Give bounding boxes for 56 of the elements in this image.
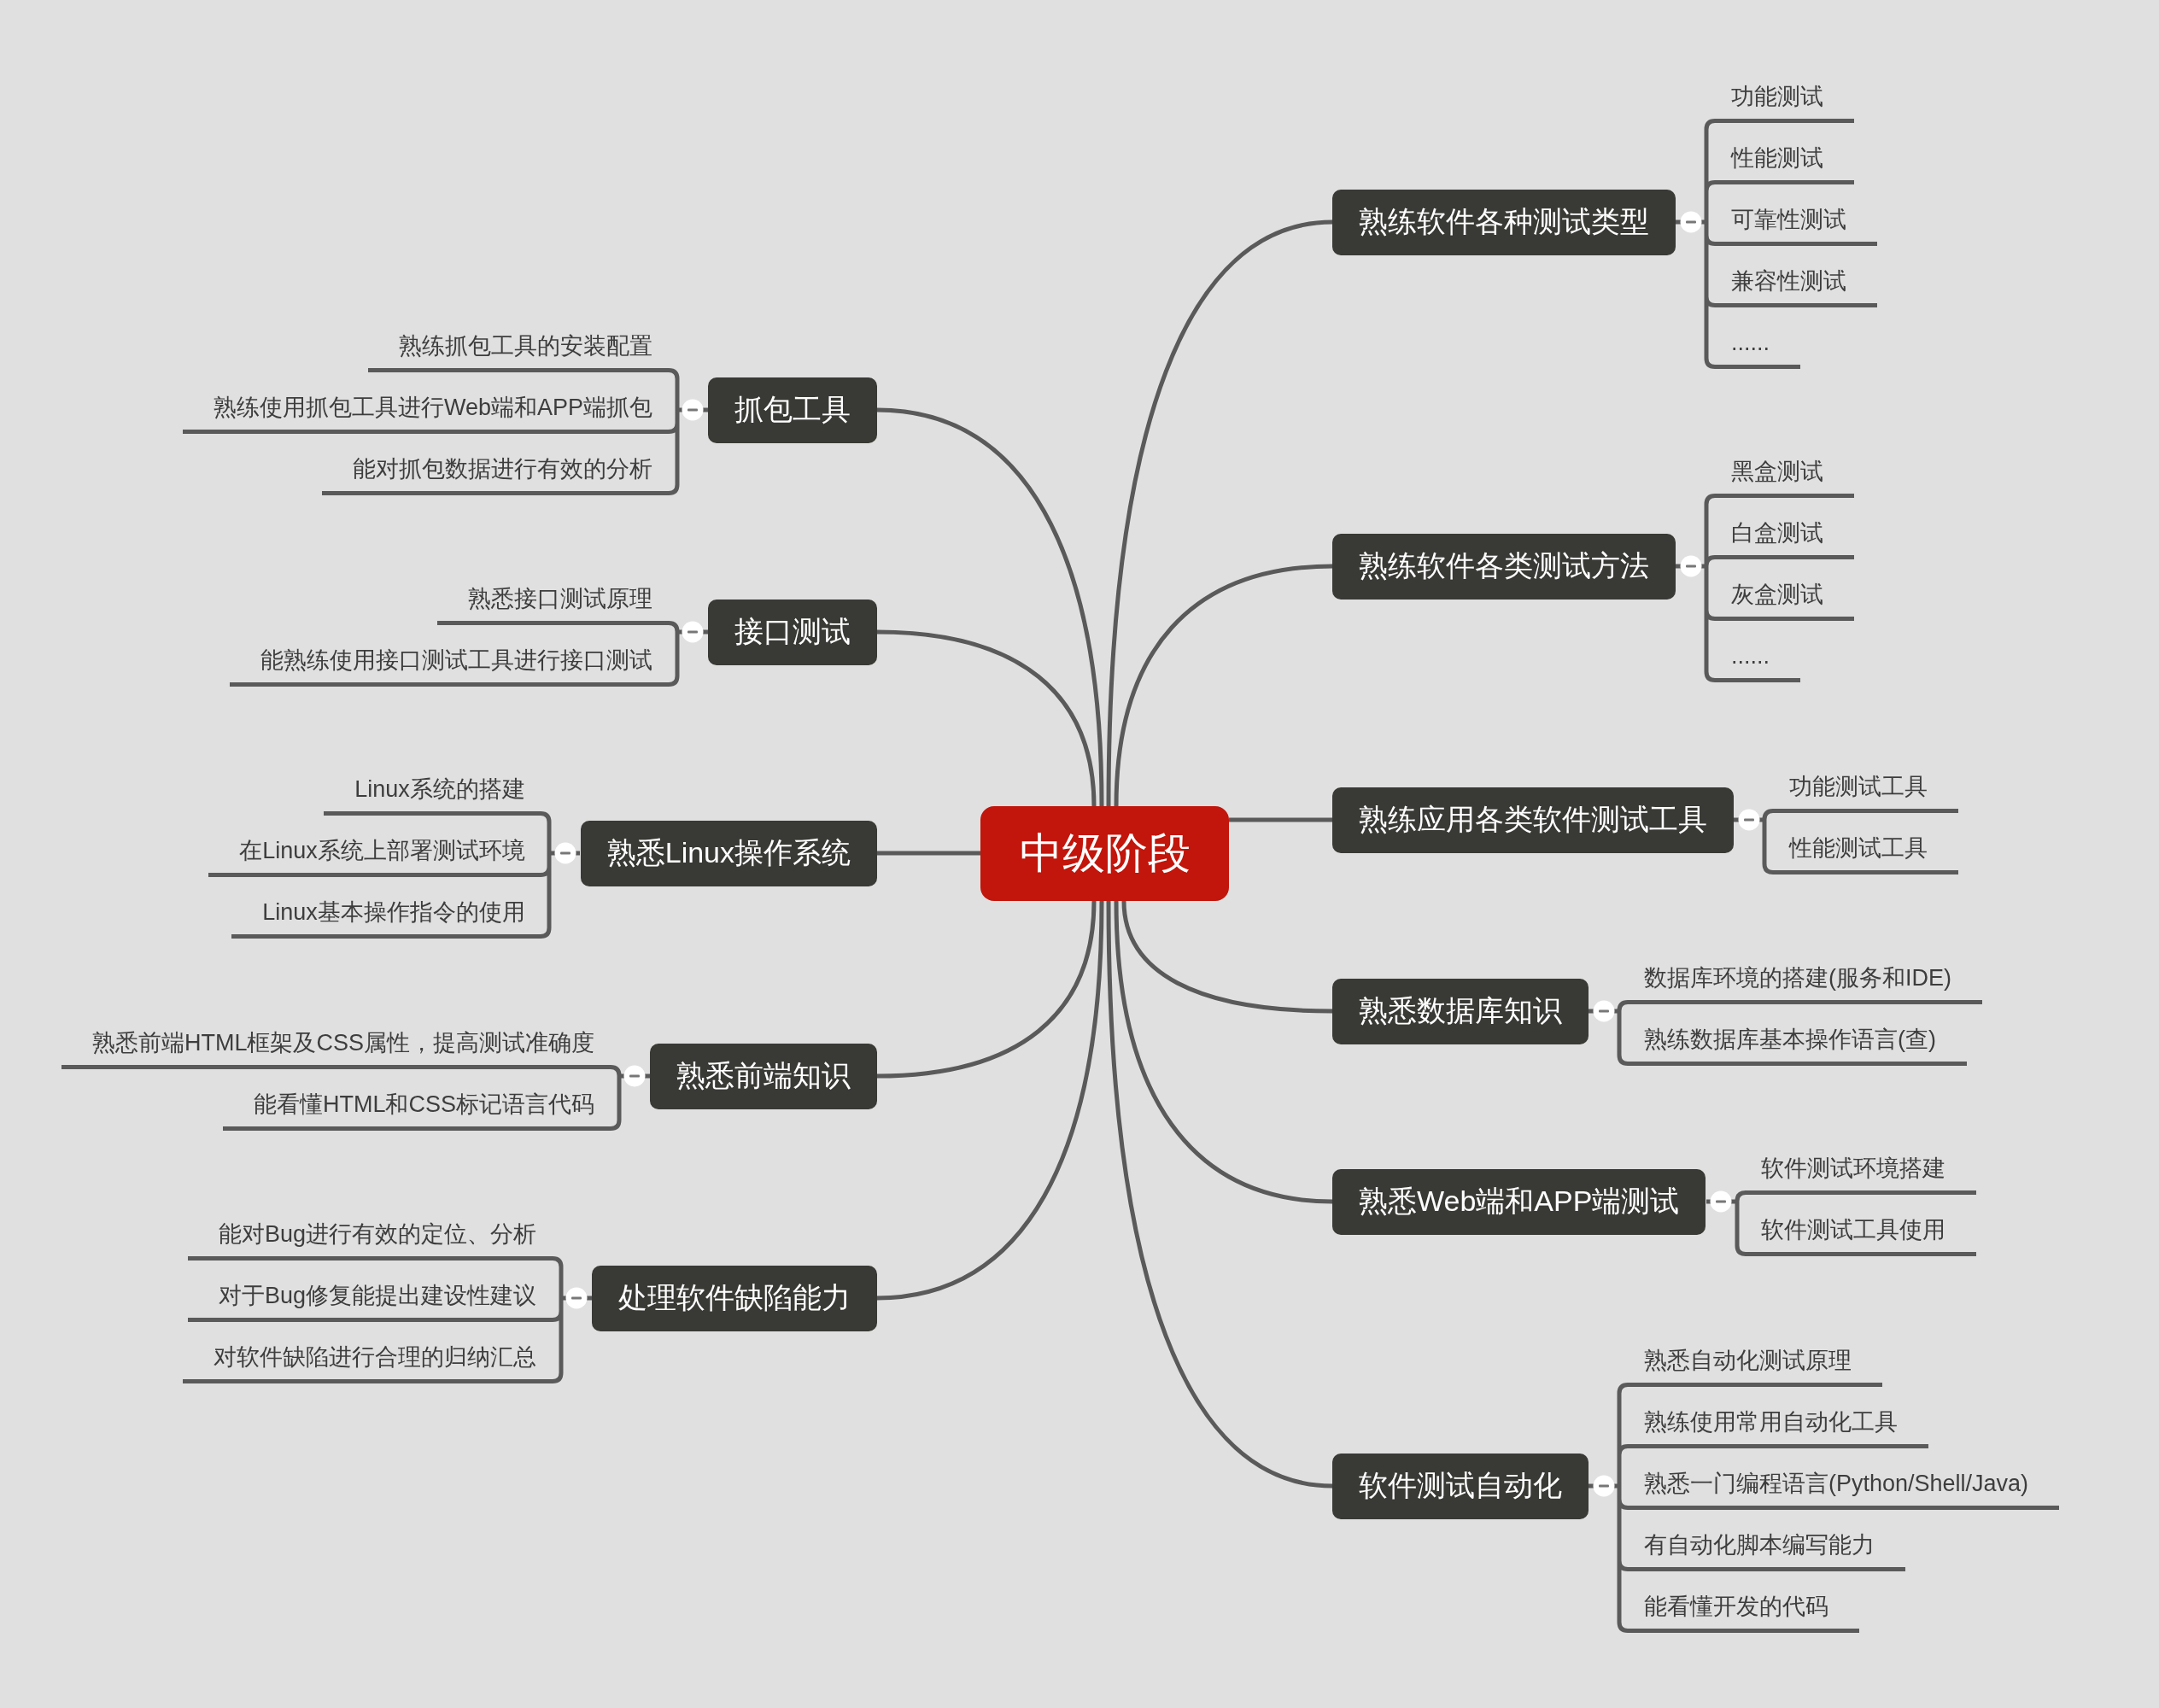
subtopic: ...... <box>1715 321 1800 369</box>
subtopic: ...... <box>1715 635 1800 682</box>
subtopic: 能对Bug进行有效的定位、分析 <box>187 1213 553 1261</box>
main-topic: 熟悉数据库知识 <box>1332 978 1589 1044</box>
subtopic: 能看懂HTML和CSS标记语言代码 <box>223 1083 611 1131</box>
subtopic: 熟悉自动化测试原理 <box>1628 1339 1882 1387</box>
main-topic: 熟练应用各类软件测试工具 <box>1332 787 1734 853</box>
subtopic: 黑盒测试 <box>1715 450 1854 498</box>
main-topic: 熟练软件各种测试类型 <box>1332 189 1676 255</box>
central-topic: 中级阶段 <box>980 806 1229 901</box>
curved-connector <box>1114 900 1333 1204</box>
subtopic: 熟悉前端HTML框架及CSS属性，提高测试准确度 <box>61 1021 611 1069</box>
main-topic: 软件测试自动化 <box>1332 1453 1589 1519</box>
subtopic: 有自动化脚本编写能力 <box>1628 1524 1905 1571</box>
subtopic: 性能测试 <box>1715 137 1854 184</box>
main-topic: 熟练软件各类测试方法 <box>1332 533 1676 600</box>
subtopic: 功能测试 <box>1715 75 1854 123</box>
main-topic: 熟悉Web端和APP端测试 <box>1332 1168 1706 1235</box>
main-topic: 熟悉前端知识 <box>650 1043 877 1109</box>
main-topic: 熟悉Linux操作系统 <box>580 820 877 886</box>
subtopic: 能看懂开发的代码 <box>1628 1585 1859 1633</box>
subtopic: 功能测试工具 <box>1773 765 1958 813</box>
curved-connector <box>876 407 1104 807</box>
curved-connector <box>876 900 1097 1079</box>
subtopic: 对软件缺陷进行合理的归纳汇总 <box>183 1336 553 1383</box>
curved-connector <box>1114 564 1333 807</box>
subtopic: Linux基本操作指令的使用 <box>231 891 541 939</box>
subtopic: Linux系统的搭建 <box>324 768 541 816</box>
subtopic: 熟练抓包工具的安装配置 <box>368 325 669 372</box>
main-topic: 接口测试 <box>708 599 877 665</box>
curved-connector <box>877 851 980 856</box>
subtopic: 熟悉接口测试原理 <box>437 577 669 625</box>
subtopic: 熟练使用抓包工具进行Web端和APP端抓包 <box>182 386 669 434</box>
subtopic: 对于Bug修复能提出建设性建议 <box>187 1274 553 1322</box>
subtopic: 能熟练使用接口测试工具进行接口测试 <box>230 639 669 687</box>
subtopic: 软件测试工具使用 <box>1745 1208 1977 1256</box>
curved-connector <box>876 900 1104 1301</box>
subtopic: 在Linux系统上部署测试环境 <box>208 829 541 877</box>
subtopic: 熟悉一门编程语言(Python/Shell/Java) <box>1628 1462 2060 1510</box>
subtopic: 数据库环境的搭建(服务和IDE) <box>1628 956 1982 1004</box>
subtopic: 白盒测试 <box>1715 512 1854 559</box>
subtopic: 灰盒测试 <box>1715 573 1854 621</box>
subtopic: 软件测试环境搭建 <box>1745 1147 1977 1195</box>
subtopic: 兼容性测试 <box>1715 260 1877 307</box>
curved-connector <box>876 629 1097 807</box>
subtopic: 熟练使用常用自动化工具 <box>1628 1401 1928 1448</box>
curved-connector <box>1106 900 1333 1489</box>
main-topic: 抓包工具 <box>708 377 877 443</box>
subtopic: 可靠性测试 <box>1715 198 1877 246</box>
curved-connector <box>1121 900 1333 1014</box>
subtopic: 能对抓包数据进行有效的分析 <box>322 447 669 495</box>
curved-connector <box>1229 817 1332 822</box>
subtopic: 性能测试工具 <box>1773 827 1958 874</box>
main-topic: 处理软件缺陷能力 <box>592 1265 877 1331</box>
curved-connector <box>1106 219 1333 807</box>
subtopic: 熟练数据库基本操作语言(查) <box>1628 1018 1967 1066</box>
